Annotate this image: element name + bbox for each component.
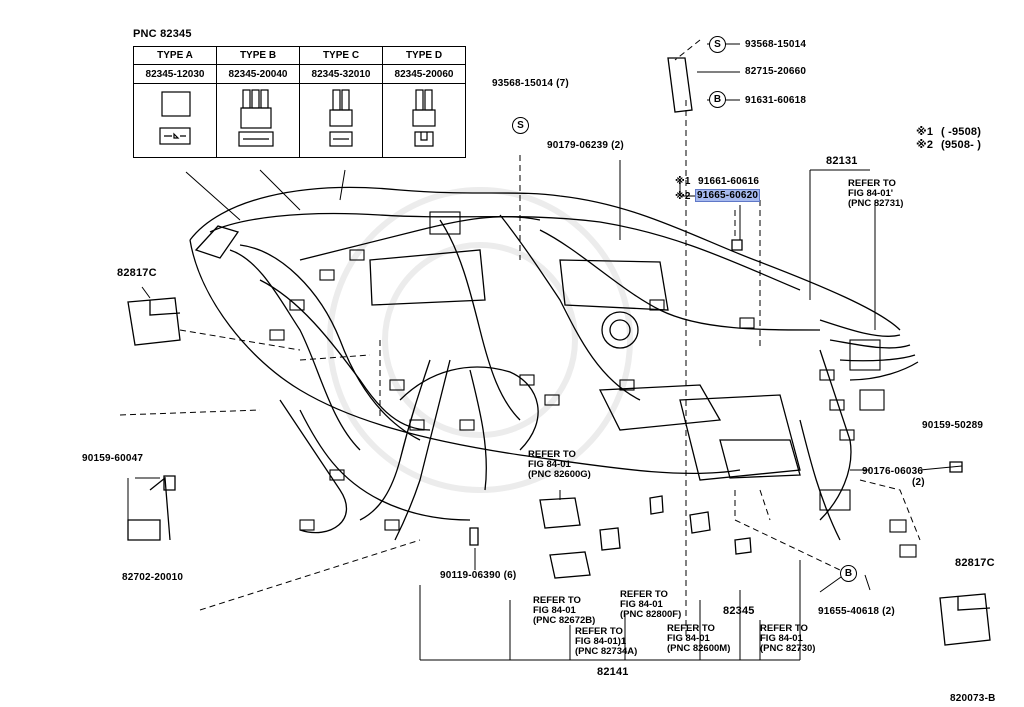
type-d-part: 82345-20060 xyxy=(382,64,466,84)
refer-82672b-line1: REFER TO xyxy=(533,595,581,606)
type-table: TYPE A TYPE B TYPE C TYPE D 82345-12030 … xyxy=(133,46,466,158)
label-90159-60047: 90159-60047 xyxy=(82,453,144,464)
refer-82600m-line2: FIG 84-01 xyxy=(667,633,710,644)
type-a-header: TYPE A xyxy=(133,46,217,65)
relay-type-c-icon xyxy=(329,89,353,147)
refer-82730-line3: (PNC 82730) xyxy=(760,643,816,654)
relay-type-d-icon xyxy=(412,89,436,147)
label-82817c-left: 82817C xyxy=(117,267,157,279)
label-82141: 82141 xyxy=(597,666,629,678)
type-b-image xyxy=(216,83,300,158)
refer-82672b-line2: FIG 84-01 xyxy=(533,605,576,616)
relay-type-b-icon xyxy=(238,89,274,147)
refer-82731-line3: (PNC 82731) xyxy=(848,198,904,209)
type-b-part: 82345-20040 xyxy=(216,64,300,84)
diagram-code: 820073-B xyxy=(950,693,996,704)
label-93568-15014: 93568-15014 xyxy=(745,39,807,50)
refer-note-82800f: REFER TO FIG 84-01 (PNC 82800F) xyxy=(620,590,681,620)
refer-82734a-line1: REFER TO xyxy=(575,626,623,637)
refer-note-82600m: REFER TO FIG 84-01 (PNC 82600M) xyxy=(667,624,730,654)
refer-82731-line1: REFER TO xyxy=(848,178,896,189)
circle-s-left: S xyxy=(512,117,529,134)
label-90179-06239: 90179-06239 (2) xyxy=(547,140,624,151)
refer-82600m-line1: REFER TO xyxy=(667,623,715,634)
note-2-marker: ※2 xyxy=(916,139,934,151)
type-d-image xyxy=(382,83,466,158)
type-c-header: TYPE C xyxy=(299,46,383,65)
dashboard-outline xyxy=(189,186,901,331)
refer-82600g-line2: FIG 84-01 xyxy=(528,459,571,470)
label-90176-qty: (2) xyxy=(912,477,925,488)
refer-82730-line2: FIG 84-01 xyxy=(760,633,803,644)
label-93568-15014-7: 93568-15014 (7) xyxy=(492,78,569,89)
refer-note-82730: REFER TO FIG 84-01 (PNC 82730) xyxy=(760,624,815,654)
label-91655-40618: 91655-40618 (2) xyxy=(818,606,895,617)
note-1-range: ( -9508) xyxy=(941,126,982,138)
refer-note-82731: REFER TO FIG 84-01' (PNC 82731) xyxy=(848,179,903,209)
refer-note-82600g: REFER TO FIG 84-01 (PNC 82600G) xyxy=(528,450,591,480)
label-sheet xyxy=(539,497,581,529)
refer-note-82672b: REFER TO FIG 84-01 (PNC 82672B) xyxy=(533,596,595,626)
type-b-header: TYPE B xyxy=(216,46,300,65)
type-a-part: 82345-12030 xyxy=(133,64,217,84)
type-c-image xyxy=(299,83,383,158)
circle-s-right: S xyxy=(709,36,726,53)
connector-82817c-left xyxy=(127,297,181,346)
bolt-n1-marker: ※1 xyxy=(675,176,691,187)
refer-82672b-line3: (PNC 82672B) xyxy=(533,615,596,626)
label-91665-60620-highlighted[interactable]: 91665-60620 xyxy=(694,189,761,202)
refer-82734a-line2: FIG 84-01)1 xyxy=(575,636,627,647)
label-82715-20660: 82715-20660 xyxy=(745,66,807,77)
refer-82731-line2: FIG 84-01' xyxy=(848,188,894,199)
circle-b-bottom: B xyxy=(840,565,857,582)
label-91631-60618: 91631-60618 xyxy=(745,95,807,106)
bracket-82702 xyxy=(127,476,171,541)
refer-82600m-line3: (PNC 82600M) xyxy=(667,643,731,654)
type-a-image xyxy=(133,83,217,158)
refer-82600g-line3: (PNC 82600G) xyxy=(528,469,591,480)
bolt-n2-marker: ※2 xyxy=(675,191,691,202)
label-91661-60616: 91661-60616 xyxy=(698,176,760,187)
label-82131: 82131 xyxy=(826,155,858,167)
refer-82800f-line1: REFER TO xyxy=(620,589,668,600)
note-1-marker: ※1 xyxy=(916,126,934,138)
refer-82734a-line3: (PNC 82734A) xyxy=(575,646,638,657)
label-82345-relay: 82345 xyxy=(723,605,755,617)
circle-b-top: B xyxy=(709,91,726,108)
note-2-range: (9508- ) xyxy=(941,139,982,151)
type-c-part: 82345-32010 xyxy=(299,64,383,84)
label-90176-06036: 90176-06036 xyxy=(862,466,924,477)
connector-82817c-right xyxy=(939,593,991,646)
label-82817c-right: 82817C xyxy=(955,557,995,569)
refer-82730-line1: REFER TO xyxy=(760,623,808,634)
label-90159-50289: 90159-50289 xyxy=(922,420,984,431)
bracket-82715 xyxy=(667,57,693,113)
pnc-82345-header: PNC 82345 xyxy=(133,28,192,40)
relay-type-a-icon xyxy=(159,91,191,145)
refer-82800f-line3: (PNC 82800F) xyxy=(620,609,682,620)
refer-82800f-line2: FIG 84-01 xyxy=(620,599,663,610)
relay-parts xyxy=(549,495,752,579)
label-82702-20010: 82702-20010 xyxy=(122,572,184,583)
type-d-header: TYPE D xyxy=(382,46,466,65)
watermark-seal xyxy=(327,187,633,493)
refer-note-82734a: REFER TO FIG 84-01)1 (PNC 82734A) xyxy=(575,627,637,657)
label-90119-06390: 90119-06390 (6) xyxy=(440,570,517,581)
refer-82600g-line1: REFER TO xyxy=(528,449,576,460)
